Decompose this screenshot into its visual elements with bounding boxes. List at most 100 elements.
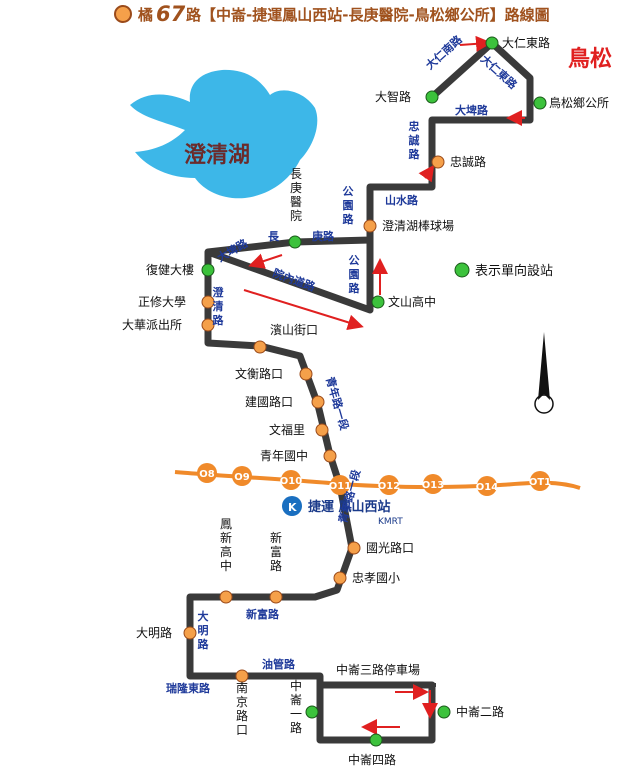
label-baseball-field: 澄清湖棒球場: [382, 218, 454, 233]
label-wenheng-rd: 文衡路口: [235, 366, 283, 381]
stop-marker[interactable]: [333, 571, 347, 585]
label-wenshan-high: 文山高中: [388, 294, 436, 309]
label-zhonglun-3-parking: 中崙三路停車場: [336, 662, 420, 677]
road-qingnian-1: 青年路一段: [323, 375, 352, 432]
mrt-o10-label: O10: [280, 476, 302, 487]
label-zhongxiao-elem: 忠孝國小: [352, 571, 400, 585]
road-daren-nan: 大仁南路: [423, 32, 466, 73]
stop-marker[interactable]: [485, 36, 499, 50]
legend-green-stop-icon: [454, 262, 470, 278]
road-daren-dong: 大仁東路: [478, 52, 521, 93]
label-fengxin-high: 鳳新高中: [220, 517, 232, 573]
label-jianguo-rd: 建國路口: [245, 394, 293, 409]
kmrt-logo-icon: [282, 496, 302, 516]
label-zhongcheng-rd: 忠誠路: [450, 154, 486, 169]
road-xinfu: 新富路: [246, 607, 280, 621]
bus-route-line: [186, 39, 534, 744]
kmrt-logo-k: K: [288, 501, 297, 514]
map-title: 橘 67 路【中崙-捷運鳳山西站-長庚醫院-鳥松鄉公所】路線圖: [114, 2, 550, 26]
road-ruilong: 瑞隆東路: [166, 681, 211, 695]
legend: 表示單向設站: [454, 262, 553, 279]
stop-marker[interactable]: [201, 263, 215, 277]
road-gongyuan-upper: 公園路: [343, 185, 355, 226]
label-zhonglun-1: 中崙一路: [290, 678, 302, 735]
label-zhonglun-2: 中崙二路: [456, 704, 504, 719]
stop-marker[interactable]: [253, 340, 267, 354]
road-gongyuan-lower: 公園路: [349, 254, 361, 295]
mrt-station-o13[interactable]: [423, 474, 443, 494]
mrt-o11-label: O11: [329, 481, 351, 492]
mrt-station-o9[interactable]: [232, 466, 252, 486]
stop-marker[interactable]: [235, 669, 249, 683]
stop-marker[interactable]: [288, 235, 302, 249]
label-nanjing-rd: 南京路口: [236, 680, 248, 737]
stop-marker[interactable]: [311, 395, 325, 409]
title-stop-icon: [114, 5, 132, 23]
mrt-station-o11[interactable]: [330, 475, 350, 495]
stop-marker[interactable]: [315, 423, 329, 437]
road-dapi: 大埤路: [455, 103, 489, 117]
mrt-station-o10[interactable]: [281, 470, 301, 490]
mrt-ot1-label: OT1: [529, 477, 551, 488]
road-zhongcheng: 忠誠路: [409, 119, 421, 161]
kmrt-label: KMRT: [378, 517, 403, 527]
road-yuannei: 院內道路: [271, 266, 318, 295]
label-changgung-hospital: 長庚醫院: [290, 167, 302, 223]
stop-marker[interactable]: [371, 295, 385, 309]
stop-marker[interactable]: [201, 318, 215, 332]
mrt-station-label: 捷運 鳳山西站: [308, 499, 391, 515]
label-zhengxiu-univ: 正修大學: [138, 294, 186, 309]
stop-marker[interactable]: [425, 90, 439, 104]
label-daren-rd: 大仁東路: [502, 35, 550, 50]
label-fujian-building: 復健大樓: [146, 262, 194, 277]
label-zhonglun-4: 中崙四路: [348, 752, 396, 767]
road-chang: 長: [268, 230, 280, 243]
title-number: 67: [156, 2, 186, 26]
stop-marker[interactable]: [323, 449, 337, 463]
stop-marker[interactable]: [201, 295, 215, 309]
stop-marker[interactable]: [305, 705, 319, 719]
road-daming: 大明路: [198, 609, 210, 651]
stop-marker[interactable]: [431, 155, 445, 169]
mrt-o12-label: O12: [378, 481, 400, 492]
road-geng: 庚路: [312, 229, 335, 243]
stop-marker[interactable]: [363, 219, 377, 233]
label-wenfu-li: 文福里: [269, 422, 305, 437]
label-binshan-st: 濱山街口: [270, 323, 318, 337]
title-prefix: 橘: [137, 6, 153, 24]
stop-labels: 大仁東路 大智路 鳥松鄉公所 忠誠路 澄清湖棒球場 復健大樓 正修大學 大華派出…: [122, 35, 609, 767]
mrt-o14-label: O14: [476, 482, 498, 493]
stop-marker[interactable]: [437, 705, 451, 719]
label-guoguang-rd: 國光路口: [366, 540, 414, 555]
lake-shape: [130, 69, 318, 199]
north-arrow-icon: [534, 332, 554, 414]
lake-label: 澄清湖: [184, 142, 250, 168]
label-xinfu-rd: 新富路: [270, 530, 282, 573]
label-daming-rd: 大明路: [136, 625, 172, 640]
stop-marker[interactable]: [369, 733, 383, 747]
mrt-o9-label: O9: [234, 472, 250, 483]
stop-marker[interactable]: [347, 541, 361, 555]
stop-marker[interactable]: [183, 626, 197, 640]
label-dahua-police: 大華派出所: [122, 318, 182, 332]
mrt-o8-label: O8: [199, 469, 215, 480]
stop-marker[interactable]: [533, 96, 547, 110]
road-youguan: 油管路: [262, 657, 296, 671]
stop-marker[interactable]: [299, 367, 313, 381]
road-chengqing: 澄清路: [213, 285, 225, 327]
direction-arrows: [243, 35, 525, 735]
stop-marker[interactable]: [269, 590, 283, 604]
road-shanshui: 山水路: [385, 193, 419, 207]
mrt-stations: O8 O9 O10 O11 O12 O13 O14 OT1: [197, 463, 551, 496]
mrt-station-o8[interactable]: [197, 463, 217, 483]
title-suffix: 路【中崙-捷運鳳山西站-長庚醫院-鳥松鄉公所】路線圖: [186, 6, 550, 24]
label-niaosong-office: 鳥松鄉公所: [549, 95, 609, 110]
mrt-station-ot1[interactable]: [530, 471, 550, 491]
vertical-stop-labels: 長庚醫院 鳳新高中 新富路 南京路口 中崙一路: [220, 167, 302, 737]
mrt-station-o14[interactable]: [477, 476, 497, 496]
mrt-o13-label: O13: [422, 480, 444, 491]
label-dazhi-rd: 大智路: [375, 89, 411, 104]
mrt-station-o12[interactable]: [379, 475, 399, 495]
stop-marker[interactable]: [219, 590, 233, 604]
